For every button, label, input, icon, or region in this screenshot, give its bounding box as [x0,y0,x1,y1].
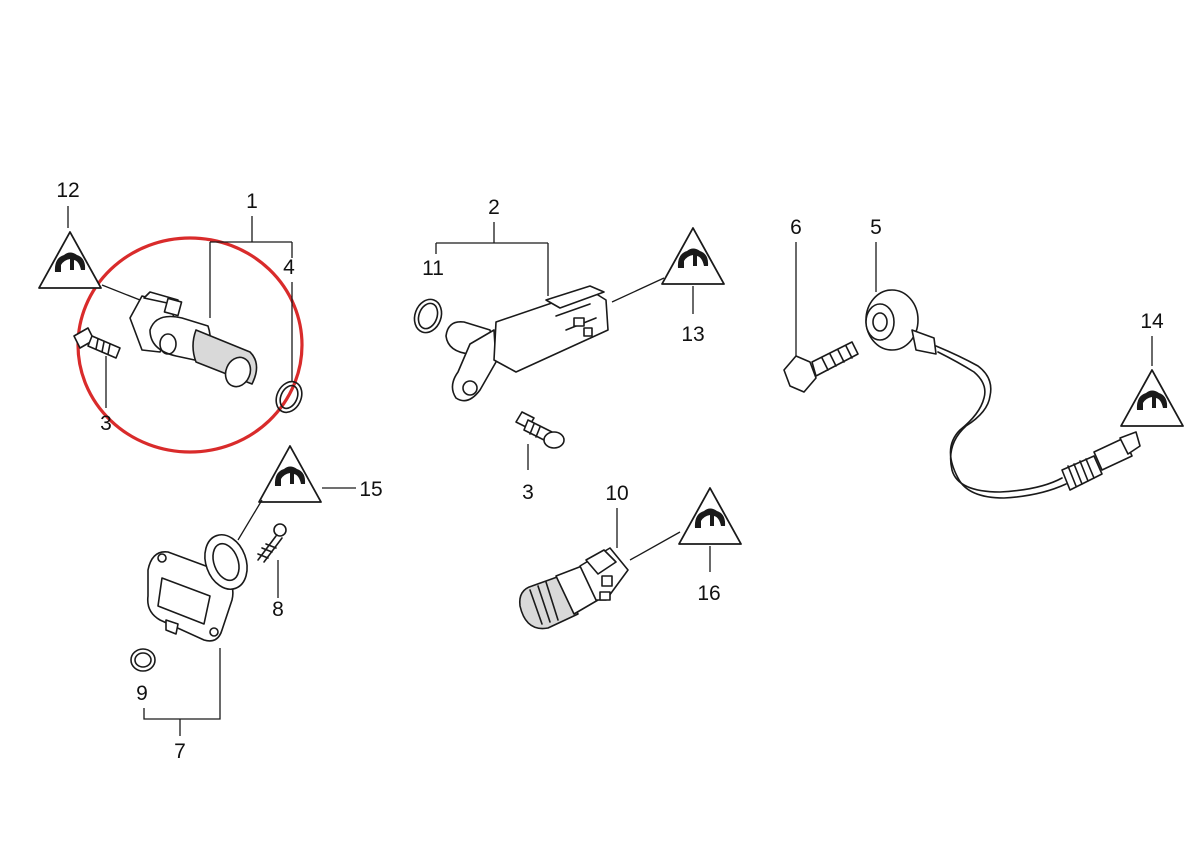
part-number-12: 12 [56,179,79,202]
part-number-15: 15 [359,478,382,501]
camshaft-sensor-group: 2 11 13 3 [413,196,725,504]
part-number-5: 5 [870,216,882,239]
map-sensor-part-7 [146,534,248,642]
part-number-9: 9 [136,682,148,705]
part-number-10: 10 [605,482,628,505]
warning-triangle-icon [678,487,742,545]
bolt-part-3 [73,327,121,359]
warning-triangle-icon [258,445,322,503]
camshaft-sensor-part-2 [445,285,609,402]
part-number-2: 2 [488,196,500,219]
o-ring-part-11 [413,298,443,334]
part-number-1: 1 [246,190,258,213]
map-sensor-group: 15 8 9 7 [130,445,383,763]
part-number-6: 6 [790,216,802,239]
part-number-14: 14 [1140,310,1164,333]
o-ring-part-4 [275,380,303,414]
warning-triangle-icon [661,227,725,285]
knock-sensor-group: 6 5 14 [783,216,1184,499]
temperature-sensor-group: 10 16 [518,482,742,630]
part-number-13: 13 [681,323,704,346]
crankshaft-sensor-part-1 [129,291,258,388]
screw-part-8 [257,523,287,563]
temperature-sensor-part-10 [518,547,629,630]
part-number-11: 11 [422,257,444,280]
bolt-part-3b [515,411,565,449]
bolt-part-6 [783,341,859,393]
part-number-7: 7 [174,740,186,763]
part-number-3: 3 [100,412,112,435]
part-number-4: 4 [283,256,295,279]
o-ring-part-9 [130,648,156,672]
part-number-8: 8 [272,598,284,621]
part-number-16: 16 [697,582,720,605]
warning-triangle-icon [38,231,102,289]
knock-sensor-part-5 [865,289,1141,499]
crankshaft-sensor-group: 12 1 4 3 [38,179,303,435]
part-number-3: 3 [522,481,534,504]
warning-triangle-icon [1120,369,1184,427]
